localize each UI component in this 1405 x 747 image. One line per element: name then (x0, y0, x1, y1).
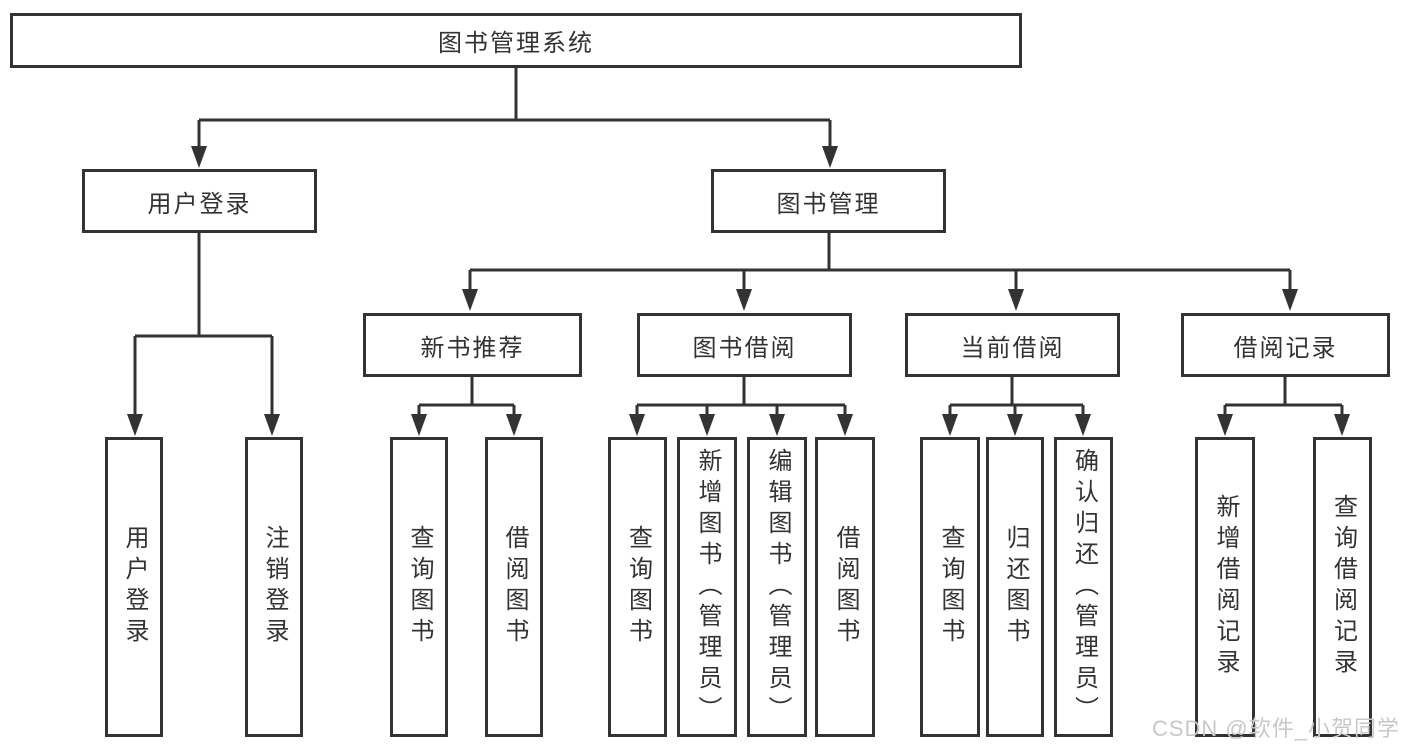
connector-records-children (1217, 377, 1350, 436)
node-label: 查询图书 (937, 525, 964, 649)
node-new-book-recommend: 新书推荐 (363, 313, 582, 377)
node-label: 当前借阅 (960, 334, 1065, 362)
node-label: 编辑图书（管理员） (764, 447, 791, 727)
node-label: 查询借阅记录 (1329, 494, 1357, 680)
connector-borrowing-children (629, 377, 853, 436)
connector-root-to-level1 (191, 68, 838, 168)
node-label: 归还图书 (1002, 525, 1029, 649)
node-label: 借阅图书 (501, 525, 528, 649)
leaf-borrow-book: 借阅图书 (815, 437, 875, 737)
leaf-query-borrow-record: 查询借阅记录 (1313, 437, 1372, 737)
leaf-add-borrow-record: 新增借阅记录 (1195, 437, 1255, 737)
leaf-add-book-admin: 新增图书（管理员） (677, 437, 737, 737)
node-label: 图书借阅 (692, 334, 797, 362)
node-label: 图书管理系统 (438, 30, 594, 57)
node-system-root: 图书管理系统 (10, 13, 1022, 68)
node-label: 新增借阅记录 (1212, 494, 1239, 680)
node-book-borrowing: 图书借阅 (637, 313, 852, 377)
node-label: 借阅图书 (832, 525, 859, 649)
node-label: 借阅记录 (1233, 334, 1338, 362)
node-user-login: 用户登录 (82, 169, 317, 233)
connector-user-login-children (127, 233, 280, 436)
connector-current-children (942, 377, 1091, 436)
leaf-logout: 注销登录 (245, 437, 303, 737)
node-label: 新增图书（管理员） (694, 447, 721, 727)
node-book-management: 图书管理 (711, 169, 946, 233)
node-label: 注销登录 (261, 525, 288, 649)
connector-book-mgmt-children (462, 233, 1298, 311)
csdn-watermark: CSDN @软件_小贺同学 (1151, 716, 1400, 741)
node-label: 用户登录 (121, 525, 148, 649)
leaf-return-book: 归还图书 (986, 437, 1044, 737)
node-label: 新书推荐 (420, 334, 525, 362)
leaf-borrow-book-recommend: 借阅图书 (485, 437, 543, 737)
node-label: 查询图书 (624, 525, 652, 649)
node-label: 用户登录 (147, 190, 252, 218)
node-label: 查询图书 (406, 525, 433, 649)
node-borrowing-records: 借阅记录 (1181, 313, 1390, 377)
node-label: 图书管理 (776, 190, 881, 218)
leaf-query-book-current: 查询图书 (920, 437, 980, 737)
node-current-borrowing: 当前借阅 (905, 313, 1120, 377)
leaf-edit-book-admin: 编辑图书（管理员） (747, 437, 807, 737)
node-label: 确认归还（管理员） (1070, 447, 1098, 727)
leaf-query-book-recommend: 查询图书 (390, 437, 448, 737)
leaf-query-book-borrowing: 查询图书 (608, 437, 667, 737)
leaf-confirm-return-admin: 确认归还（管理员） (1054, 437, 1113, 737)
connector-new-book-children (411, 377, 522, 436)
leaf-user-login: 用户登录 (105, 437, 163, 737)
